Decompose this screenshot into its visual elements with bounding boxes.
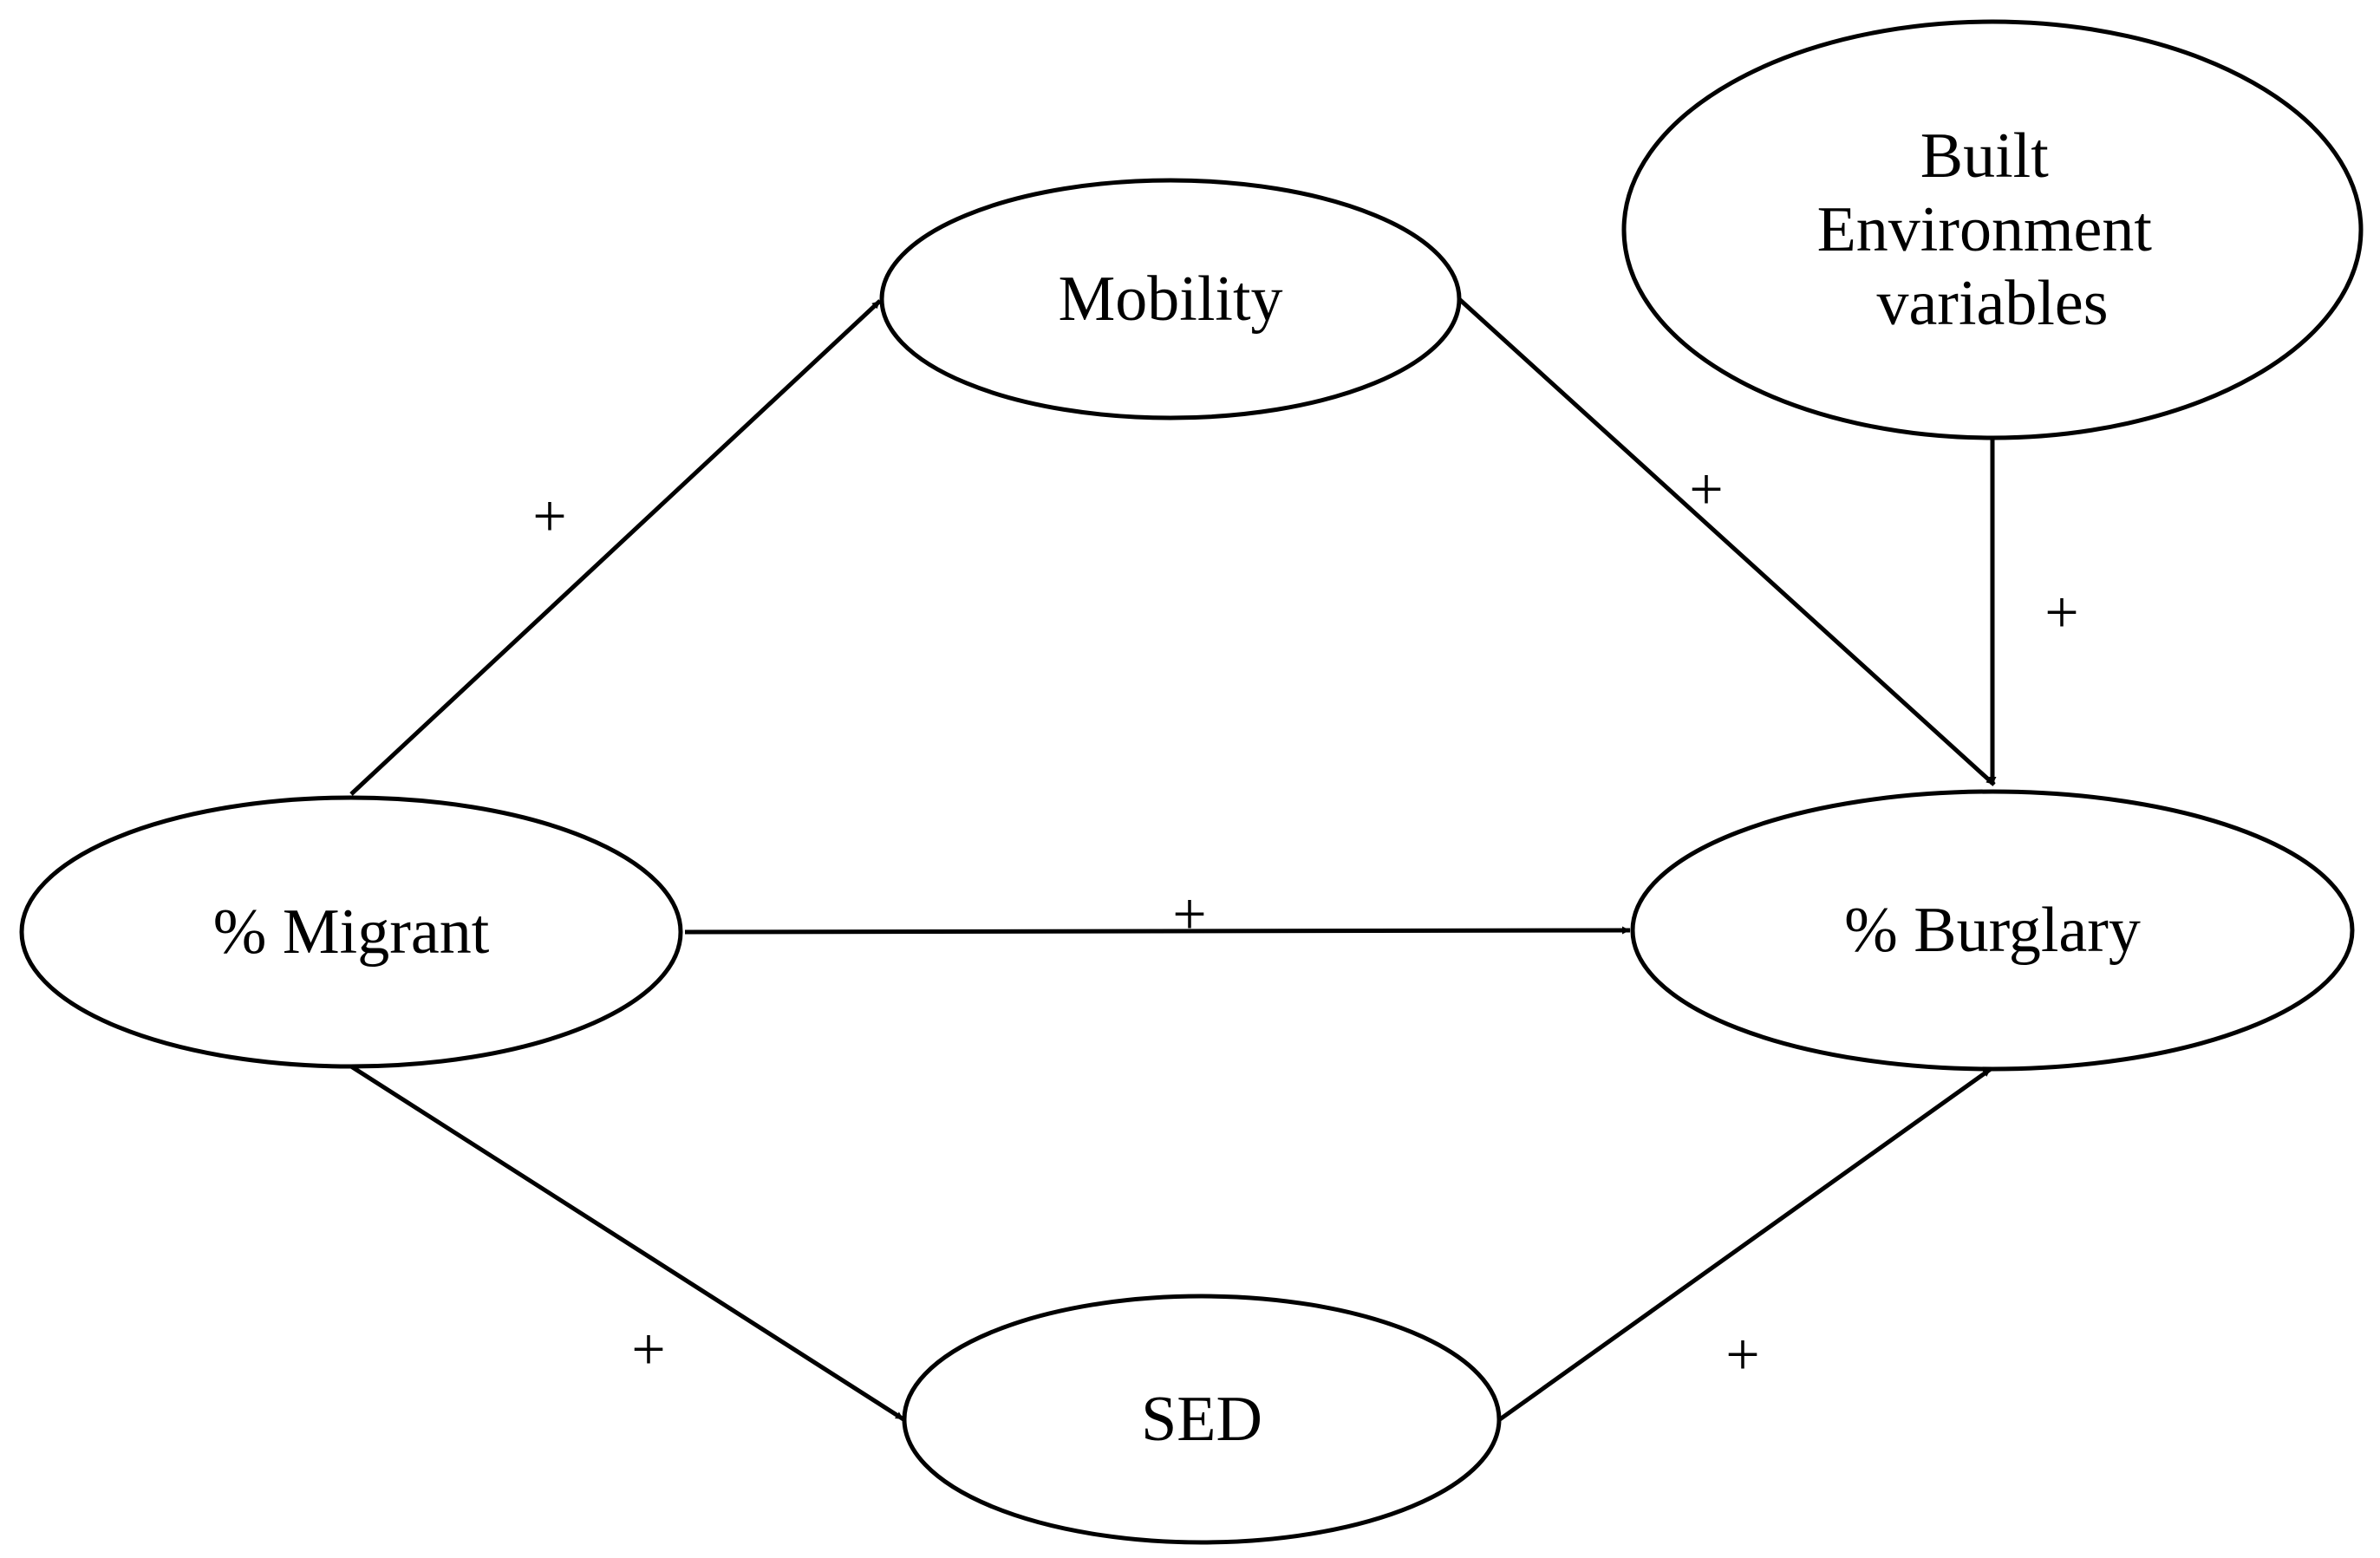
edge-label-migrant-mobility: + [532, 484, 566, 551]
edge-labels: + + + + + + [532, 457, 2078, 1389]
edge-label-sed-burglary: + [1725, 1322, 1759, 1389]
edge-label-migrant-burglary: + [1172, 882, 1206, 948]
node-label-sed: SED [1141, 1384, 1262, 1455]
node-migrant: % Migrant [19, 795, 683, 1069]
edge-label-migrant-sed: + [631, 1317, 665, 1384]
nodes: % Migrant Mobility Built Environment var… [19, 19, 2364, 1545]
node-label-built-environment: Built Environment variables [1817, 121, 2168, 339]
edge-migrant-to-mobility [349, 299, 882, 796]
node-mobility: Mobility [879, 178, 1462, 420]
edge-migrant-to-burglary [684, 926, 1631, 935]
edge-label-built-env-burglary: + [2044, 580, 2078, 647]
node-label-burglary: % Burglary [1844, 895, 2141, 966]
edge-mobility-to-burglary [1457, 297, 1996, 786]
node-burglary: % Burglary [1630, 789, 2355, 1072]
edges [349, 297, 1997, 1422]
edge-label-mobility-burglary: + [1689, 457, 1723, 524]
node-label-migrant: % Migrant [213, 896, 490, 968]
node-built-environment: Built Environment variables [1621, 19, 2364, 440]
edge-migrant-to-sed [349, 1064, 905, 1422]
node-label-mobility: Mobility [1058, 264, 1282, 335]
node-sed: SED [902, 1294, 1502, 1545]
edge-sed-to-burglary [1498, 1066, 1992, 1422]
